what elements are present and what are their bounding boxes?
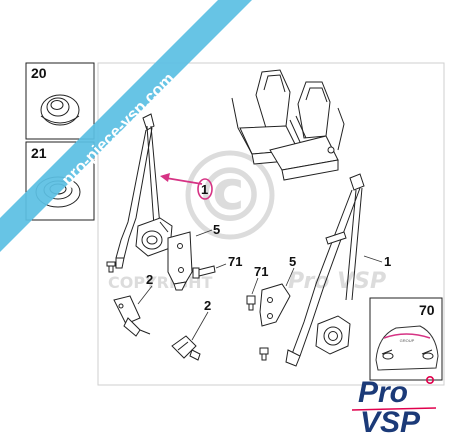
inset-box-20-label: 20	[31, 65, 47, 81]
grommet-20-icon	[40, 94, 80, 126]
copyright-watermark: © COPYRIGHT Pro VSP	[108, 150, 386, 294]
callout-highlight-ring	[197, 178, 213, 200]
highlight-callout	[160, 173, 213, 200]
bolt-right-icon	[246, 295, 256, 311]
vehicle-box: 70 GROUP	[369, 297, 443, 381]
vehicle-badge: GROUP	[400, 338, 415, 343]
retractor-left-icon	[135, 217, 173, 257]
seat-belt-right	[285, 173, 365, 367]
logo-line-vsp: VSP	[360, 406, 421, 439]
callout-bolt-right: 71	[254, 264, 268, 279]
buckle-upper	[113, 295, 151, 337]
seats-illustration	[231, 69, 345, 181]
callout-buckle-lower: 2	[204, 298, 211, 313]
callout-belt-right: 1	[384, 254, 391, 269]
inset-box-21-label: 21	[31, 145, 47, 161]
bracket-right	[259, 283, 291, 327]
vehicle-box-label: 70	[419, 302, 435, 318]
screw-left-icon	[106, 261, 116, 273]
retractor-right-icon	[315, 315, 351, 355]
buckle-lower	[171, 335, 201, 361]
copyright-symbol: ©	[193, 153, 267, 239]
callout-bracket-left: 5	[213, 222, 220, 237]
diagram-frame	[97, 62, 445, 386]
brand-logo: Pro VSP	[351, 375, 437, 439]
inset-box-20: 20	[25, 62, 95, 140]
leader-lines	[137, 229, 383, 341]
bracket-left	[167, 231, 193, 291]
callout-belt-left: 1	[201, 182, 208, 197]
callout-bolt-left: 71	[228, 254, 242, 269]
logo-line-pro: Pro	[358, 376, 408, 409]
bolt-left-icon	[192, 265, 216, 279]
screw-bottom-icon	[259, 347, 269, 361]
callout-buckle-upper: 2	[146, 272, 153, 287]
watermark-overlay-text: Pro VSP	[288, 269, 386, 294]
car-front-icon: GROUP	[375, 325, 439, 371]
seat-belt-left	[115, 113, 173, 269]
callout-bracket-right: 5	[289, 254, 296, 269]
